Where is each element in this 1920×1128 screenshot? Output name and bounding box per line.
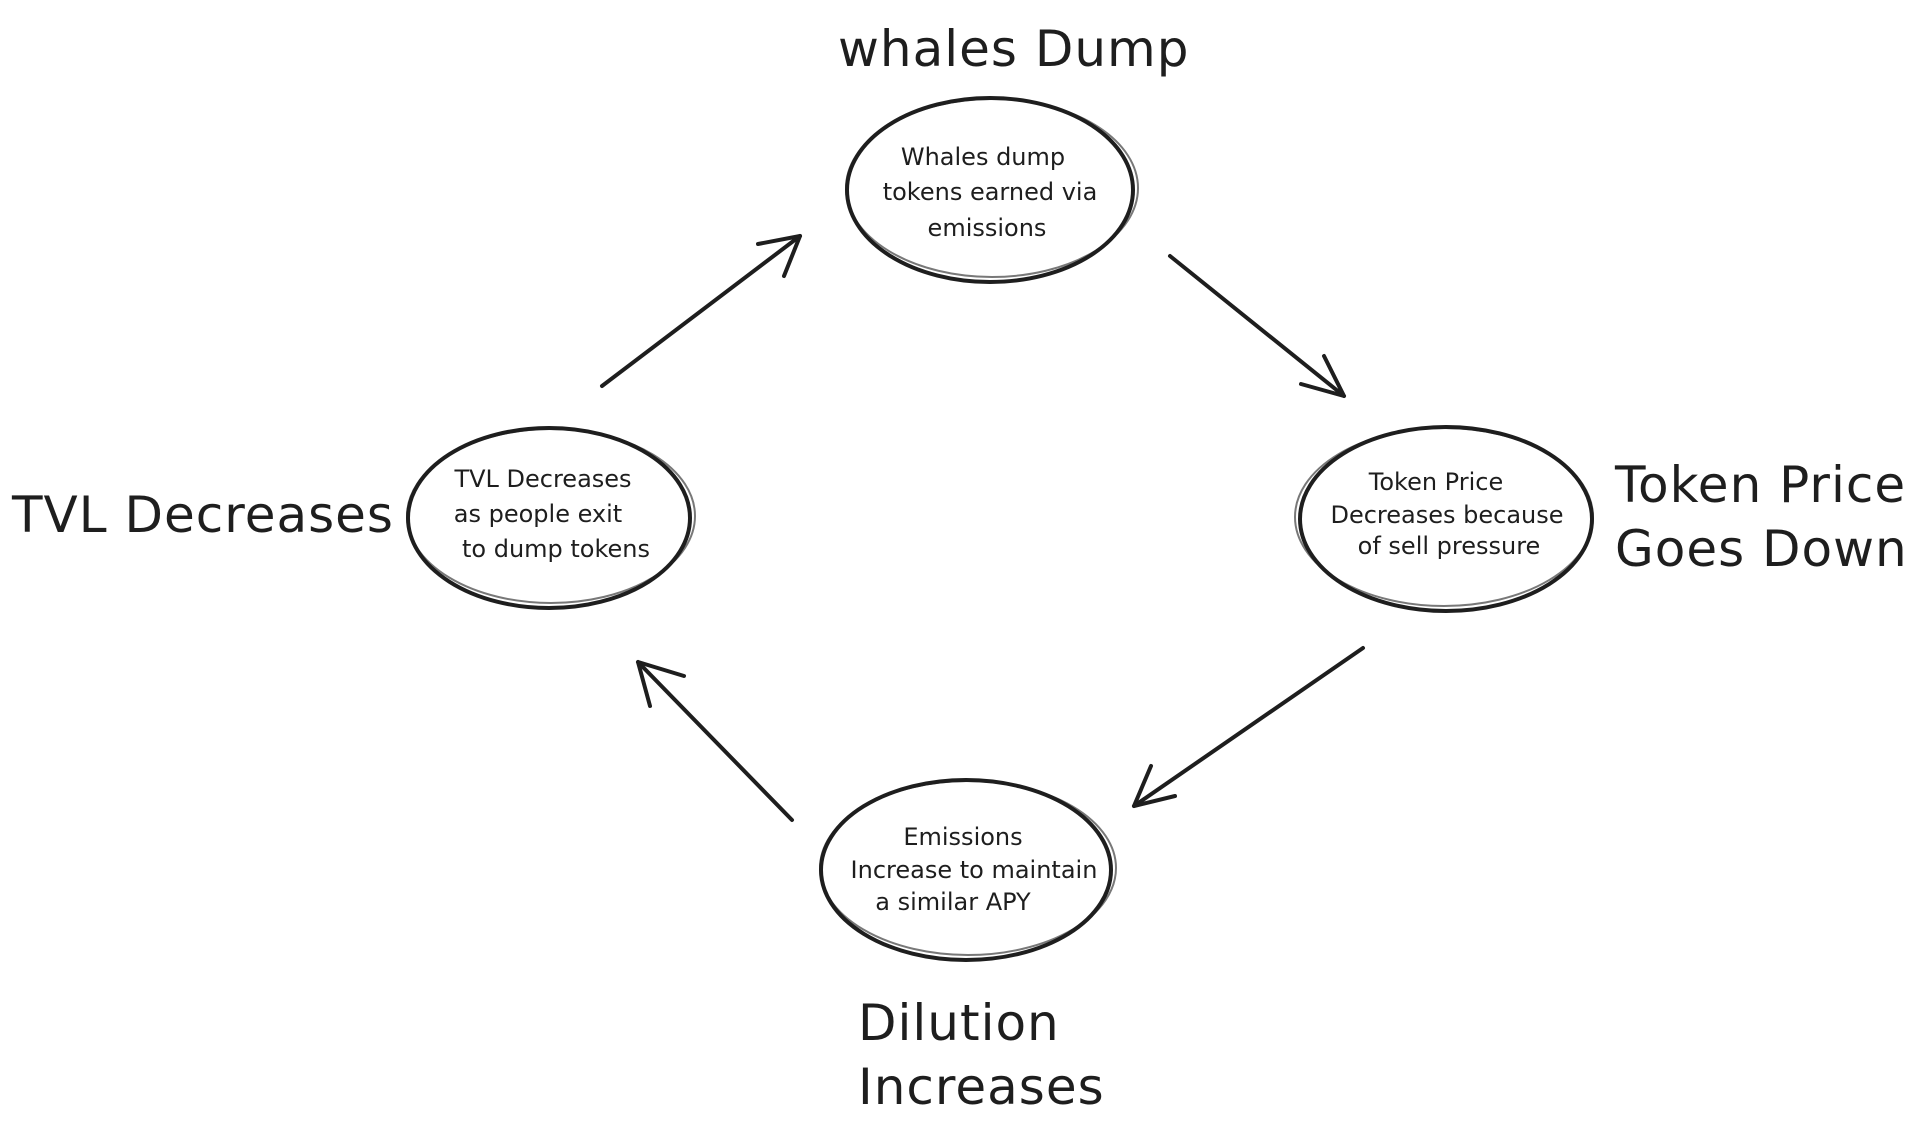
arrow-tvl-to-whales — [600, 234, 802, 388]
arrow-tvl-to-whales-head — [756, 234, 802, 278]
arrow-emissions-to-tvl-shaft — [636, 660, 794, 822]
node-tvl-decreases-ellipse-sketch — [406, 428, 696, 604]
node-whales-dump-line1: Whales dump — [901, 143, 1065, 171]
node-emissions-line1: Emissions — [903, 823, 1022, 851]
node-token-price-line3: of sell pressure — [1358, 532, 1541, 560]
node-tvl-decreases-line3: to dump tokens — [462, 535, 650, 563]
heading-tvl-decreases: TVL Decreases — [11, 486, 394, 544]
node-whales-dump: Whales dump tokens earned via emissions — [845, 96, 1139, 284]
heading-dilution-line1: Dilution — [858, 994, 1060, 1052]
node-token-price-line2: Decreases because — [1330, 501, 1563, 529]
node-whales-dump-ellipse-sketch — [845, 98, 1139, 278]
node-tvl-decreases-line1: TVL Decreases — [453, 465, 631, 493]
node-emissions: Emissions Increase to maintain a similar… — [819, 778, 1117, 962]
arrow-price-to-emissions-head — [1132, 764, 1177, 808]
node-token-price-ellipse-sketch — [1294, 427, 1594, 607]
arrow-whales-to-price-shaft — [1168, 254, 1346, 398]
node-tvl-decreases-line2: as people exit — [454, 500, 622, 528]
arrow-price-to-emissions — [1132, 646, 1365, 808]
node-whales-dump-line2: tokens earned via — [883, 178, 1098, 206]
heading-token-price-line1: Token Price — [1614, 456, 1906, 514]
arrow-emissions-to-tvl — [636, 660, 794, 822]
arrow-whales-to-price — [1168, 254, 1346, 398]
node-whales-dump-line3: emissions — [928, 214, 1047, 242]
node-emissions-ellipse-sketch — [819, 780, 1117, 956]
arrow-price-to-emissions-shaft — [1132, 646, 1365, 808]
arrow-whales-to-price-head — [1299, 354, 1346, 398]
heading-dilution-line2: Increases — [858, 1058, 1105, 1116]
node-emissions-line2: Increase to maintain — [851, 856, 1098, 884]
node-tvl-decreases: TVL Decreases as people exit to dump tok… — [406, 426, 696, 610]
node-token-price-line1: Token Price — [1368, 468, 1503, 496]
heading-whales-dump: whales Dump — [838, 20, 1189, 78]
arrow-tvl-to-whales-shaft — [600, 234, 802, 388]
node-token-price: Token Price Decreases because of sell pr… — [1294, 425, 1594, 613]
arrow-emissions-to-tvl-head — [636, 660, 686, 708]
heading-token-price-line2: Goes Down — [1615, 520, 1908, 578]
node-emissions-line3: a similar APY — [875, 888, 1031, 916]
